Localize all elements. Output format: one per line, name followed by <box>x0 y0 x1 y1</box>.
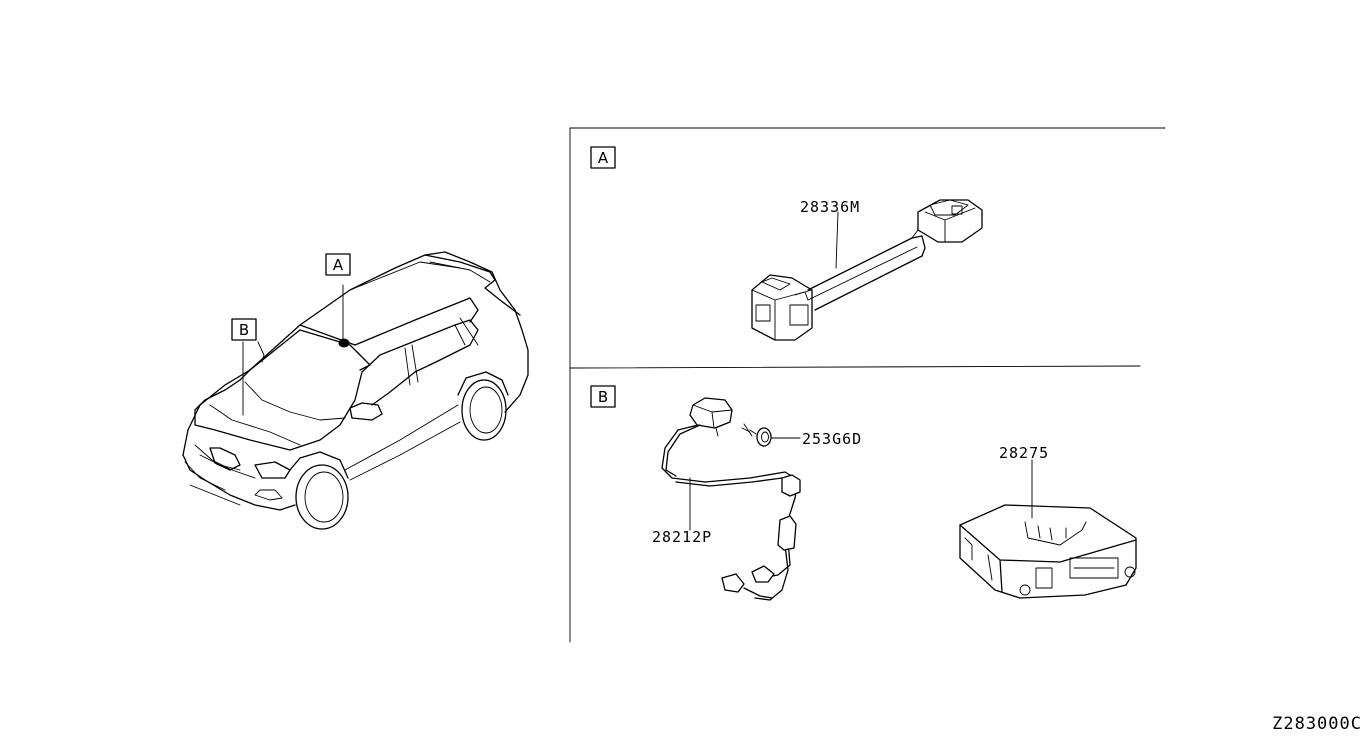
part-28275-illustration <box>959 504 1137 599</box>
car-callout-b: B <box>231 318 257 341</box>
part-28336m-illustration <box>751 199 983 341</box>
svg-text:B: B <box>239 321 249 339</box>
svg-text:B: B <box>598 388 608 406</box>
part-253g6d-illustration <box>741 423 772 447</box>
part-28212p-illustration <box>661 397 801 601</box>
panel-b: B 28212P <box>590 385 1137 601</box>
svg-text:A: A <box>333 256 344 274</box>
panel-a: A 28336M <box>590 146 983 341</box>
car-callout-a: A <box>325 253 351 276</box>
part-number-253g6d: 253G6D <box>802 430 862 448</box>
panel-b-label: B <box>590 385 616 408</box>
diagram-code: Z283000C <box>1272 714 1362 734</box>
part-number-28275: 28275 <box>999 444 1049 462</box>
svg-text:A: A <box>598 149 609 167</box>
part-number-28336m: 28336M <box>800 198 860 216</box>
vehicle-illustration <box>182 251 529 530</box>
panel-frame <box>569 127 1166 643</box>
panel-a-label: A <box>590 146 616 169</box>
part-number-28212p: 28212P <box>652 528 712 546</box>
